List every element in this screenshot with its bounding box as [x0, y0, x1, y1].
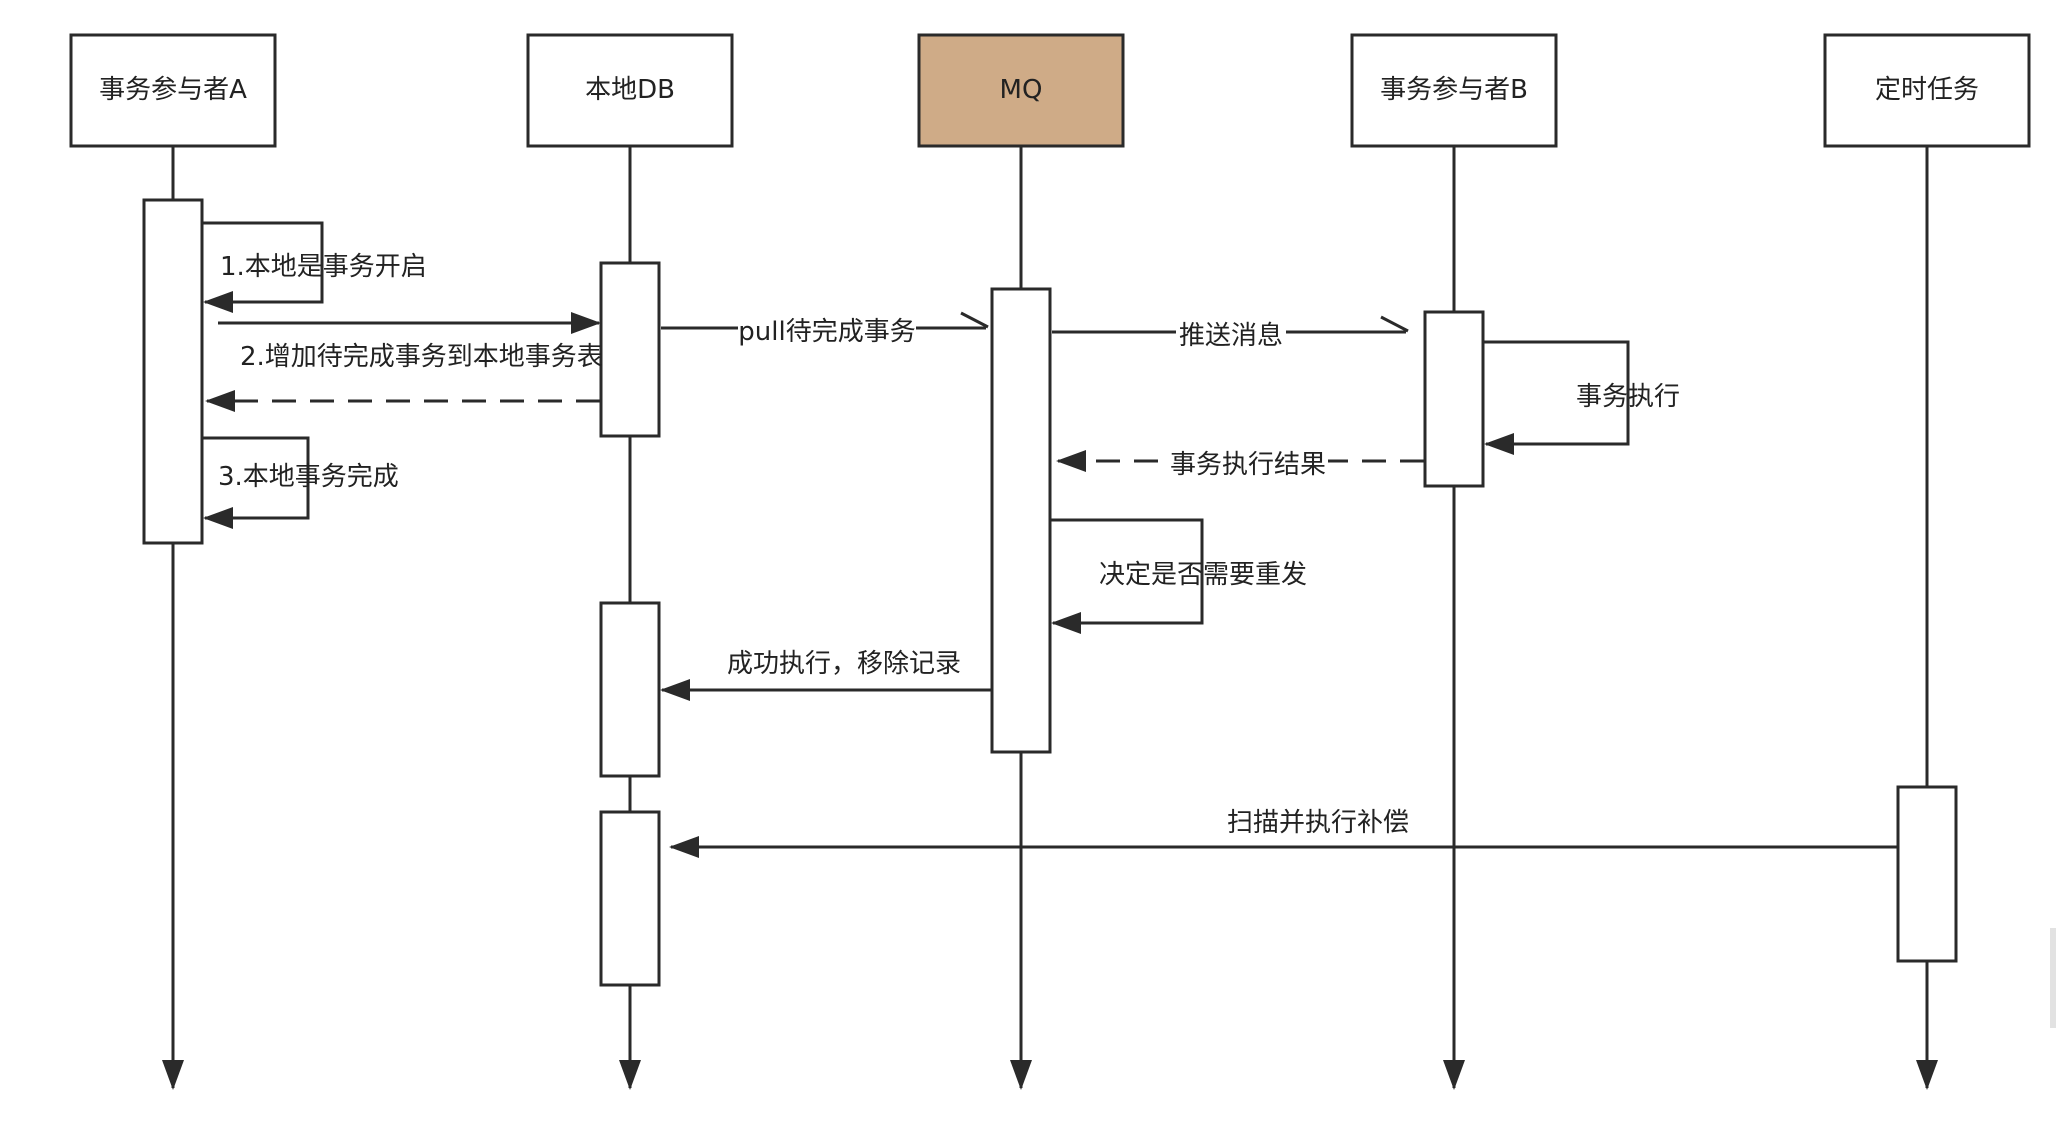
activation-b	[1423, 310, 1485, 488]
activation-db-3	[599, 810, 661, 987]
scrollbar[interactable]	[2050, 928, 2056, 1028]
activation-db-1	[599, 261, 661, 438]
message-label-pull: pull待完成事务	[738, 317, 915, 347]
participant-b[interactable]: 事务参与者B	[1350, 33, 1558, 148]
message-arrows	[203, 221, 1897, 858]
message-label-push: 推送消息	[1179, 321, 1283, 351]
message-label-execute: 事务执行	[1576, 382, 1680, 412]
self-loop-1	[203, 221, 324, 313]
participant-timer[interactable]: 定时任务	[1823, 33, 2031, 148]
participant-a-label: 事务参与者A	[99, 75, 247, 105]
activation-a	[142, 198, 204, 545]
activation-timer	[1896, 785, 1958, 963]
message-label-2: 2.增加待完成事务到本地事务表	[240, 342, 603, 372]
message-label-resend: 决定是否需要重发	[1099, 560, 1307, 590]
message-label-3: 3.本地事务完成	[218, 462, 399, 492]
message-label-compensate: 扫描并执行补偿	[1227, 808, 1409, 838]
participant-b-label: 事务参与者B	[1380, 75, 1528, 105]
activation-db-2	[599, 601, 661, 778]
message-label-remove: 成功执行，移除记录	[727, 649, 961, 679]
participant-timer-label: 定时任务	[1875, 75, 1979, 105]
arrow-mq-to-b-head	[1380, 315, 1409, 333]
arrow-db-to-mq-head	[960, 311, 989, 329]
activation-mq	[990, 287, 1052, 754]
self-loop-b	[1484, 340, 1630, 455]
self-loop-mq	[1051, 518, 1204, 634]
self-loop-3	[203, 436, 310, 529]
message-labels: 1.本地是事务开启 2.增加待完成事务到本地事务表 3.本地事务完成 pull待…	[218, 252, 1680, 838]
participant-a[interactable]: 事务参与者A	[69, 33, 277, 148]
participant-mq-label: MQ	[1000, 75, 1043, 105]
label-masks	[738, 310, 1414, 844]
message-label-1: 1.本地是事务开启	[220, 252, 427, 282]
participant-mq[interactable]: MQ	[917, 33, 1125, 148]
participant-db[interactable]: 本地DB	[526, 33, 734, 148]
message-label-result: 事务执行结果	[1170, 450, 1326, 480]
activations	[142, 198, 1958, 987]
participant-db-label: 本地DB	[585, 75, 675, 105]
